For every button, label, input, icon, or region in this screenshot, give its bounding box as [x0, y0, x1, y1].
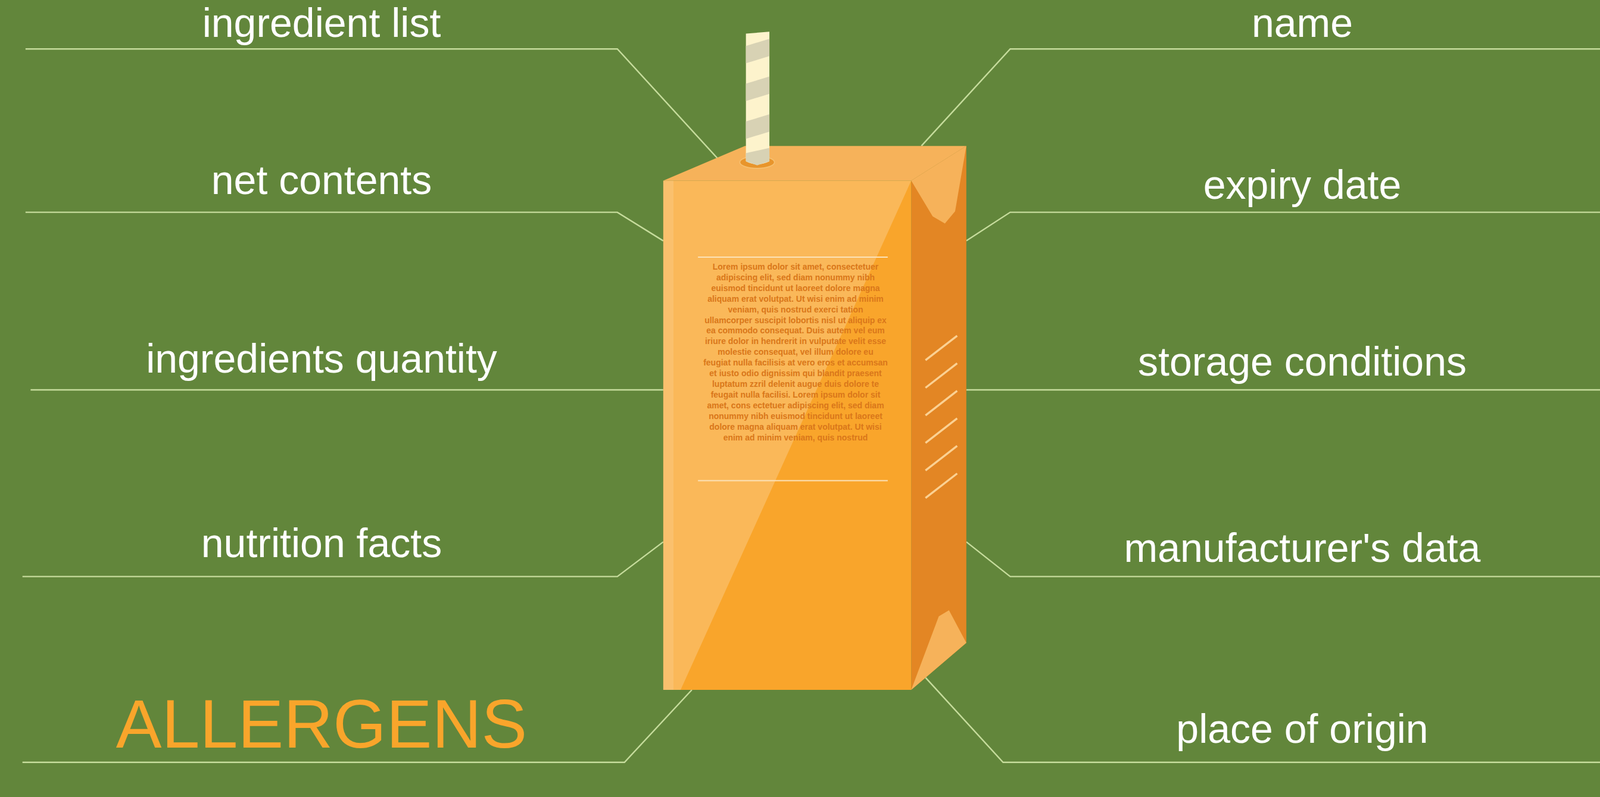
- feature-label: manufacturer's data: [1124, 527, 1481, 569]
- feature-label: nutrition facts: [201, 522, 442, 564]
- leader-line: [921, 48, 1600, 146]
- leader-line: [966, 212, 1600, 242]
- feature-label: place of origin: [1176, 708, 1428, 750]
- box-edge: [663, 180, 674, 691]
- leader-line: [30, 389, 663, 391]
- leader-lines: [22, 48, 1600, 763]
- leader-line: [22, 690, 692, 763]
- leader-line: [25, 212, 664, 242]
- leader-line: [25, 48, 718, 158]
- box-front: [663, 180, 912, 691]
- box-highlight: [663, 180, 912, 691]
- highlight-label: ALLERGENS: [116, 690, 527, 759]
- feature-label: storage conditions: [1137, 341, 1467, 382]
- feature-label: ingredients quantity: [145, 338, 498, 379]
- leader-line: [925, 677, 1600, 763]
- box-fold: [911, 610, 967, 691]
- box-top: [663, 145, 967, 181]
- package-text: Lorem ipsum dolor sit amet, consectetuer…: [703, 262, 888, 444]
- juice-box: [663, 31, 967, 691]
- side-stripes: [925, 335, 957, 499]
- feature-label: expiry date: [1203, 164, 1402, 205]
- feature-label: ingredient list: [202, 2, 442, 43]
- straw: [746, 31, 770, 166]
- box-rule: [697, 256, 888, 258]
- feature-label: name: [1251, 2, 1353, 43]
- box-rule: [697, 479, 888, 482]
- box-side: [911, 145, 967, 691]
- leader-line: [966, 389, 1600, 391]
- feature-label: net contents: [211, 159, 432, 201]
